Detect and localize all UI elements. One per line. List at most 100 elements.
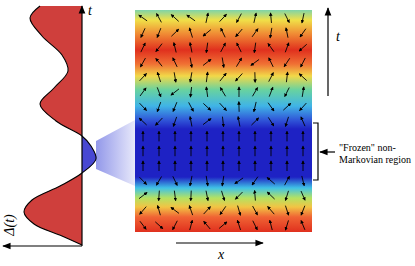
spin-arrow — [255, 131, 256, 141]
spin-arrow — [238, 102, 239, 112]
spin-arrow — [141, 58, 146, 67]
spin-arrow — [285, 14, 289, 23]
spin-arrow — [239, 161, 240, 171]
spin-arrow — [175, 161, 176, 171]
spin-arrow — [270, 28, 272, 38]
spin-arrow — [220, 88, 225, 97]
time-arrow-label: t — [336, 29, 340, 44]
spin-arrow — [203, 30, 211, 36]
spin-arrow — [236, 73, 243, 80]
spin-arrow — [190, 117, 192, 127]
spin-arrow — [222, 191, 225, 201]
spin-arrow — [156, 118, 163, 125]
spin-arrow — [223, 146, 224, 156]
spin-arrow — [191, 131, 192, 141]
spin-arrow — [190, 220, 193, 230]
spin-arrow — [254, 43, 255, 53]
spin-arrow — [174, 191, 175, 201]
delta-plot — [24, 6, 96, 245]
spin-arrow — [156, 44, 162, 52]
spin-arrow — [285, 176, 290, 185]
spin-arrow — [238, 87, 239, 97]
spin-arrow — [283, 103, 290, 110]
spin-arrow — [301, 191, 305, 200]
spin-arrow — [271, 146, 272, 156]
spin-arrow — [271, 131, 272, 141]
spin-arrow — [175, 146, 176, 156]
spin-arrow — [268, 207, 275, 215]
spin-arrow — [236, 58, 241, 67]
spin-arrow — [285, 88, 289, 97]
spin-arrow — [139, 15, 147, 21]
spin-arrow — [203, 59, 211, 65]
spin-arrow — [302, 176, 304, 186]
spin-arrow — [302, 13, 304, 23]
spin-arrow — [157, 102, 160, 111]
spin-arrow — [206, 176, 208, 186]
spin-arrow — [251, 118, 258, 125]
spin-arrow — [252, 29, 258, 37]
spin-arrow — [221, 43, 226, 52]
spin-arrow — [206, 43, 207, 53]
spin-arrow — [300, 103, 307, 110]
spin-arrow — [207, 131, 208, 141]
spin-arrow — [222, 57, 224, 67]
spin-arrow — [190, 57, 192, 67]
spin-arrow — [159, 146, 160, 156]
highlight-glow — [96, 120, 135, 186]
spin-arrow — [268, 44, 274, 52]
spin-arrow — [157, 72, 160, 81]
spin-arrow — [171, 89, 179, 95]
spin-arrow — [237, 43, 241, 52]
spin-arrow — [190, 191, 191, 201]
spin-arrow — [143, 161, 144, 171]
spin-arrow — [220, 73, 226, 81]
spin-arrow — [301, 221, 305, 230]
spin-arrow — [235, 178, 243, 184]
spin-arrow — [286, 72, 287, 82]
spin-arrow — [223, 161, 224, 171]
spin-arrow — [299, 44, 306, 51]
spin-arrow — [171, 207, 179, 213]
spin-arrow — [270, 13, 272, 23]
spin-arrow — [157, 87, 161, 96]
spin-arrow — [271, 161, 272, 171]
spin-arrow — [174, 72, 176, 82]
spin-arrow — [156, 176, 161, 185]
spin-arrow — [222, 117, 223, 127]
spin-arrow — [207, 146, 208, 156]
spin-arrow — [139, 118, 146, 125]
spin-arrow — [303, 146, 304, 156]
spin-arrow — [254, 191, 256, 201]
spin-arrow — [171, 15, 178, 22]
delta-axis — [3, 245, 82, 246]
region-note: "Frozen" non-Markovian region — [339, 142, 411, 165]
spin-arrow — [187, 15, 195, 21]
spin-arrow — [204, 221, 210, 229]
spin-arrow — [206, 13, 208, 23]
spin-arrow — [139, 193, 147, 199]
spin-arrow — [301, 117, 305, 126]
x-arrow — [176, 242, 263, 243]
spin-arrow — [255, 146, 256, 156]
region-bracket — [313, 123, 318, 180]
spin-arrow — [173, 102, 177, 111]
spin-arrow — [287, 131, 288, 141]
delta-axis-label: Δ(t) — [3, 214, 17, 235]
negative-area — [82, 6, 96, 245]
spin-arrow — [255, 161, 256, 171]
spin-arrow — [155, 222, 162, 229]
spin-arrow — [287, 161, 288, 171]
time-axis-label: t — [88, 4, 92, 18]
spin-arrow — [236, 29, 243, 37]
x-axis-label: x — [218, 247, 224, 262]
spin-arrow — [173, 117, 176, 126]
spin-arrow — [238, 117, 240, 127]
spin-arrow — [220, 14, 227, 21]
time-axis-label: t — [88, 3, 92, 18]
spin-arrow — [143, 131, 144, 141]
spin-arrow — [141, 43, 145, 52]
spin-arrow — [269, 58, 273, 67]
spin-arrow — [157, 14, 162, 23]
